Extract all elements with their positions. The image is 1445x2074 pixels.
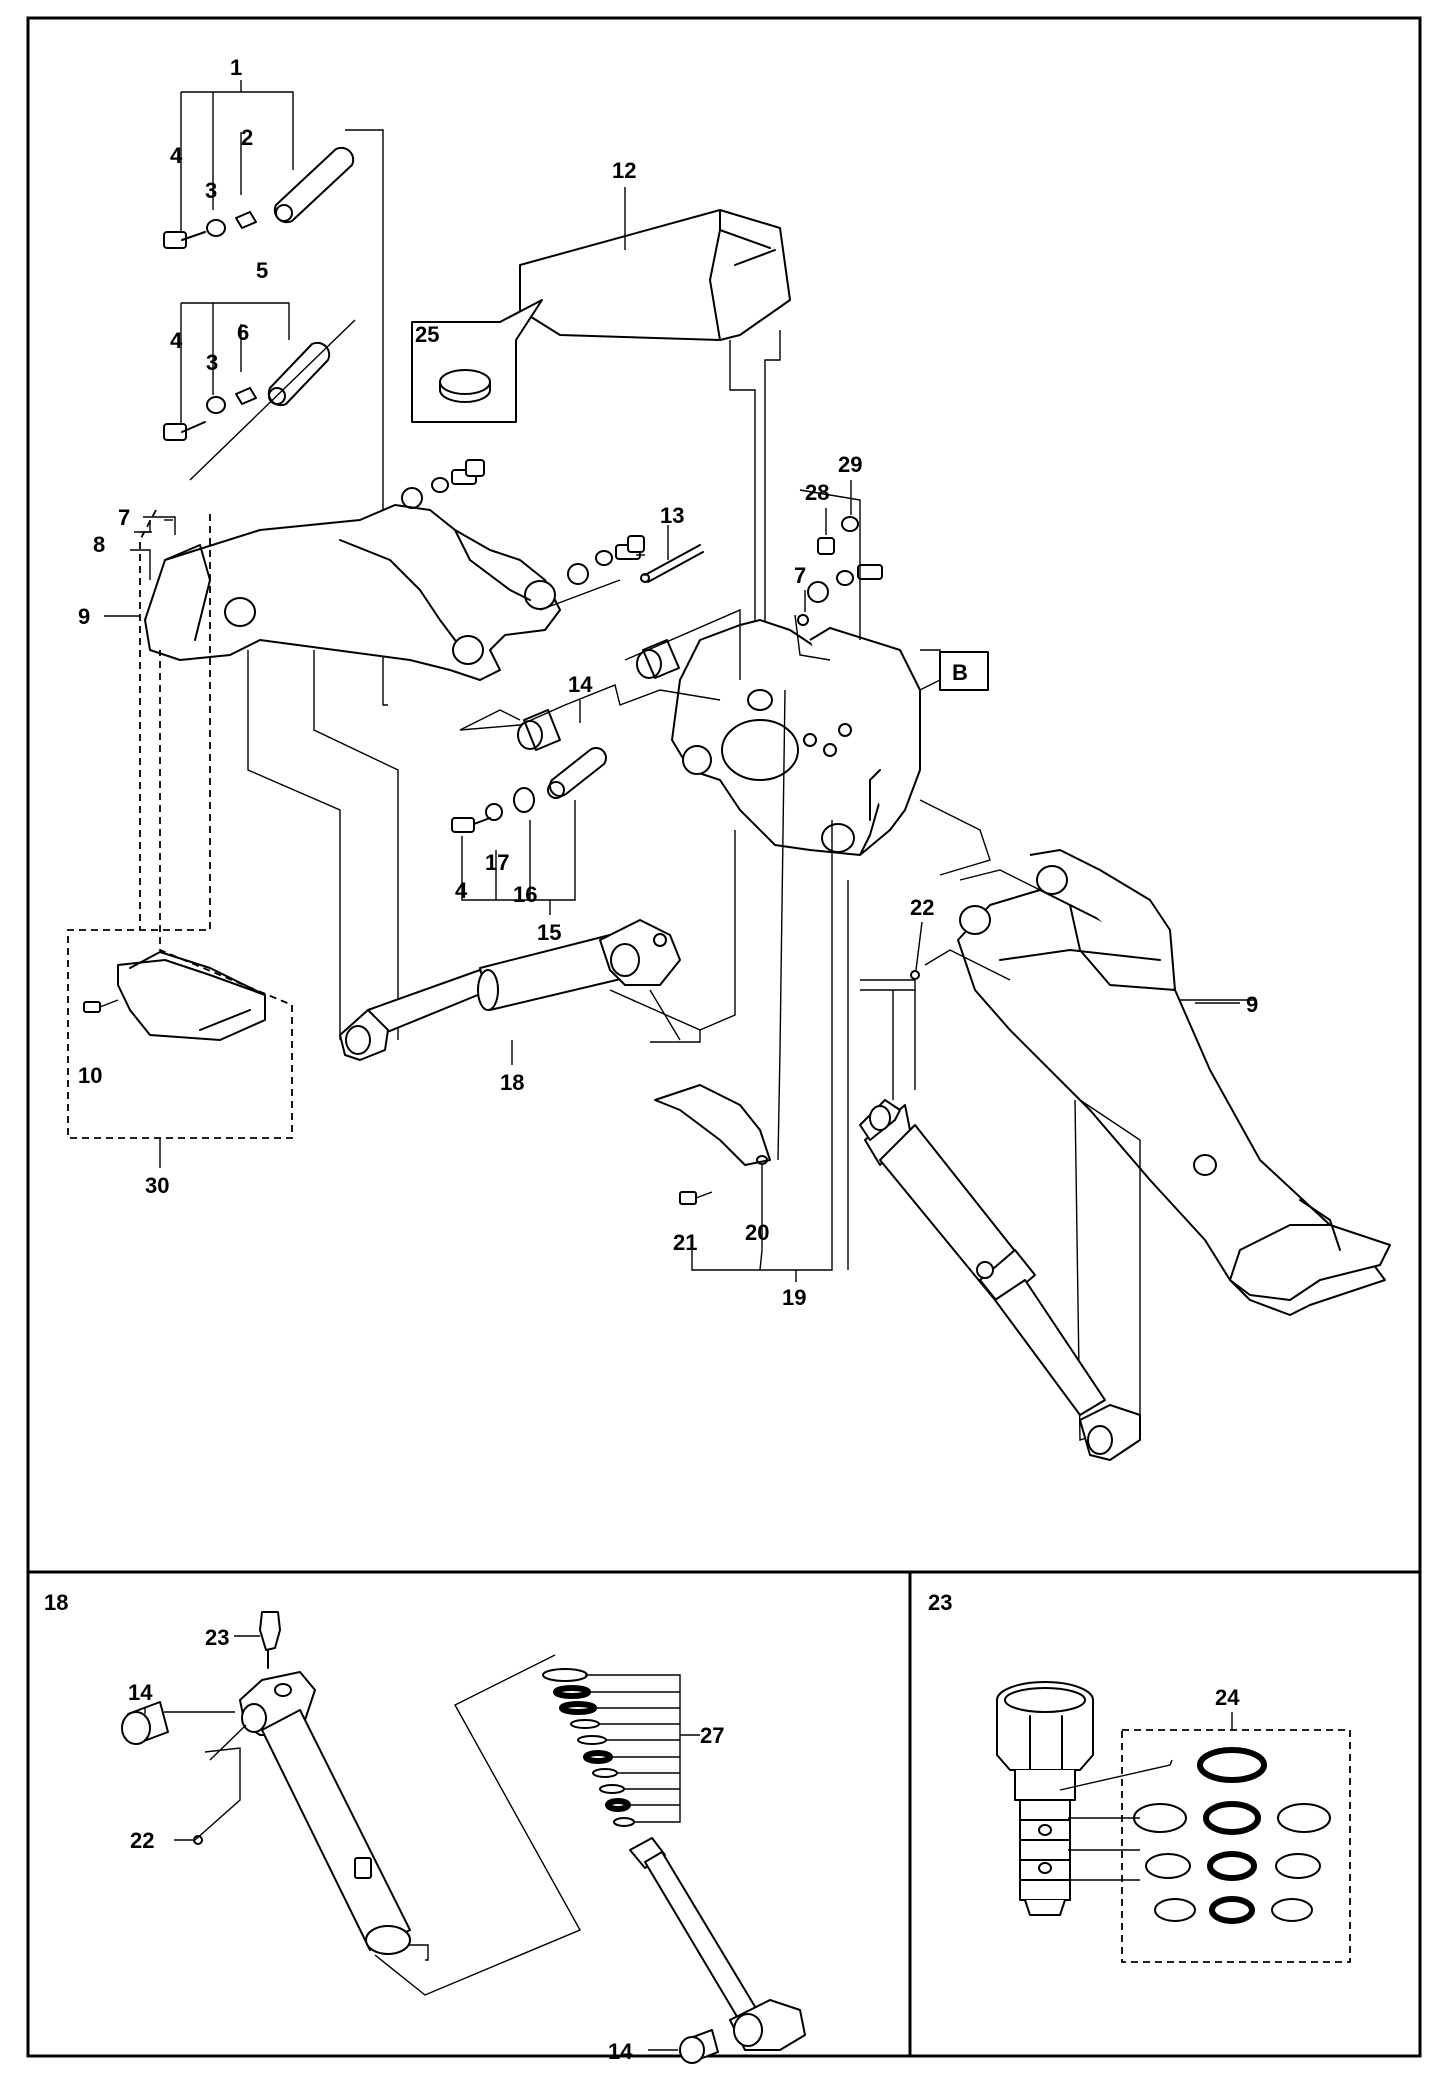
- label-17: 17: [485, 850, 509, 875]
- panel-cylinder-18: 18 23 14 22: [44, 1590, 806, 2064]
- kit-15-parts: [451, 639, 680, 901]
- guard-20: [654, 689, 833, 1271]
- label-4c: 4: [455, 878, 468, 903]
- panel-valve-23: 23 24: [928, 1590, 1351, 1963]
- label-24: 24: [1215, 1685, 1240, 1710]
- fastener-set-upper: [401, 459, 645, 585]
- main-assembly: B: [67, 55, 1391, 1461]
- label-30: 30: [145, 1173, 169, 1198]
- label-1: 1: [230, 55, 242, 80]
- boom-arm-9-right: [919, 799, 1391, 1316]
- cylinder-18-main: [339, 830, 736, 1061]
- panel-valve-title: 23: [928, 1590, 952, 1615]
- kit-1-parts: [163, 80, 355, 249]
- label-5: 5: [256, 258, 268, 283]
- label-16: 16: [513, 882, 537, 907]
- label-4b: 4: [170, 328, 183, 353]
- label-29: 29: [838, 452, 862, 477]
- seal-kit-24-dashed-box: [1121, 1729, 1351, 1963]
- cap-25-inset: [411, 299, 543, 423]
- label-6: 6: [237, 320, 249, 345]
- bracket-19: [671, 619, 921, 856]
- pin-13: [640, 544, 704, 583]
- label-22b: 22: [130, 1828, 154, 1853]
- label-4a: 4: [170, 143, 183, 168]
- label-14a: 14: [568, 672, 593, 697]
- label-3a: 3: [205, 178, 217, 203]
- boom-arm-9-left: [144, 504, 621, 681]
- label-8: 8: [93, 532, 105, 557]
- label-25: 25: [415, 322, 439, 347]
- label-9b: 9: [1246, 992, 1258, 1017]
- label-27: 27: [700, 1723, 724, 1748]
- label-10: 10: [78, 1063, 102, 1088]
- seal-rings-24: [1133, 1747, 1331, 1924]
- label-21: 21: [673, 1230, 697, 1255]
- label-28: 28: [805, 480, 829, 505]
- label-12: 12: [612, 158, 636, 183]
- step-30-group: [67, 509, 293, 1139]
- cover-12: [519, 209, 791, 650]
- label-20: 20: [745, 1220, 769, 1245]
- label-3b: 3: [206, 350, 218, 375]
- outer-frame: [26, 16, 1422, 2058]
- cylinder-right-lower: [859, 1099, 1141, 1461]
- panel-cylinder-title: 18: [44, 1590, 68, 1615]
- label-23-small: 23: [205, 1625, 229, 1650]
- fastener-set-right: [794, 489, 883, 661]
- label-7b: 7: [794, 563, 806, 588]
- label-7a: 7: [118, 505, 130, 530]
- callout-b-text: B: [952, 660, 968, 685]
- seal-kit-27: 27: [542, 1668, 724, 1827]
- label-14b: 14: [128, 1680, 153, 1705]
- label-9a: 9: [78, 604, 90, 629]
- callout-box-b: [939, 651, 989, 691]
- label-18a: 18: [500, 1070, 524, 1095]
- relief-valve-23: [996, 1681, 1173, 1916]
- label-19: 19: [782, 1285, 806, 1310]
- label-2: 2: [241, 125, 253, 150]
- label-14c: 14: [608, 2039, 633, 2064]
- label-15: 15: [537, 920, 561, 945]
- label-22a: 22: [910, 895, 934, 920]
- label-13: 13: [660, 503, 684, 528]
